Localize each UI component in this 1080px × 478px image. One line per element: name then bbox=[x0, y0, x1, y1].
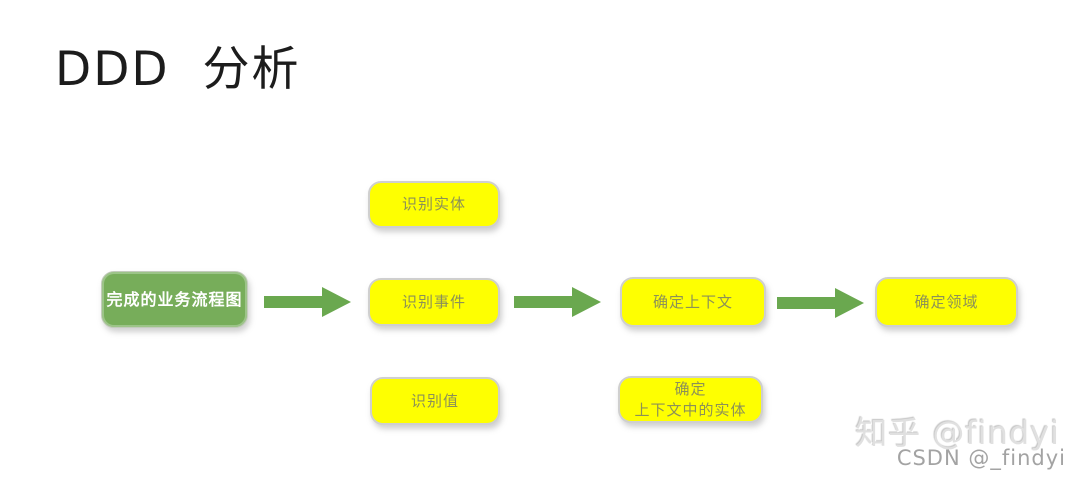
node-identify-entity: 识别实体 bbox=[368, 181, 500, 228]
node-determine-context: 确定上下文 bbox=[620, 277, 766, 327]
watermark-csdn: CSDN @_findyi bbox=[896, 446, 1066, 470]
node-completed-business-flow: 完成的业务流程图 bbox=[101, 271, 248, 328]
right-arrow-icon bbox=[264, 287, 351, 317]
right-arrow-icon bbox=[777, 288, 864, 318]
node-identify-value: 识别值 bbox=[370, 377, 500, 425]
node-determine-context-entities: 确定 上下文中的实体 bbox=[618, 376, 763, 423]
node-determine-domain: 确定领域 bbox=[875, 277, 1018, 327]
right-arrow-icon bbox=[514, 287, 601, 317]
page-title: DDD 分析 bbox=[55, 42, 301, 97]
node-identify-event: 识别事件 bbox=[368, 278, 500, 326]
watermark-zhihu: 知乎 @findyi bbox=[855, 414, 1060, 452]
